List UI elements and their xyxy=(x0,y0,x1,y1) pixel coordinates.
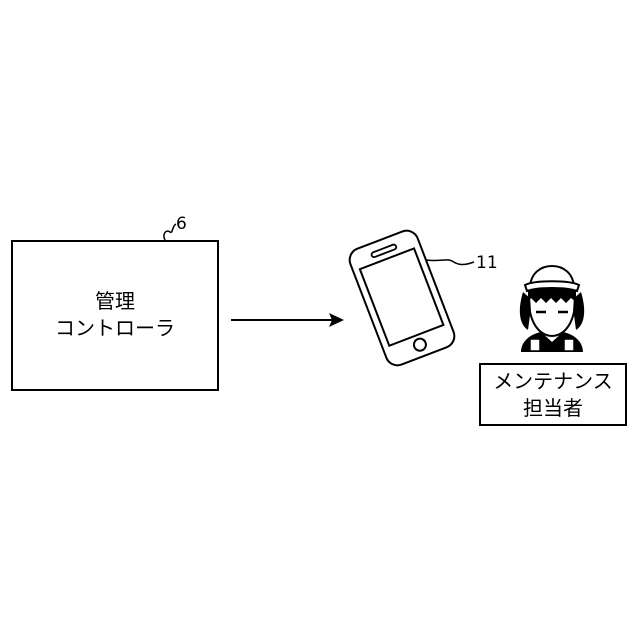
phone-ref-leader xyxy=(426,260,474,265)
smartphone-icon xyxy=(346,227,458,369)
controller-ref-number: 6 xyxy=(176,214,187,234)
controller-label-line2: コントローラ xyxy=(12,315,218,342)
controller-label-line1: 管理 xyxy=(12,288,218,315)
controller-label: 管理 コントローラ xyxy=(12,288,218,342)
arrow-right-icon xyxy=(231,313,344,327)
controller-ref-leader xyxy=(164,224,176,240)
maintenance-worker-icon xyxy=(520,266,584,352)
phone-ref-number: 11 xyxy=(476,253,498,273)
staff-label: メンテナンス 担当者 xyxy=(480,368,626,422)
staff-label-line2: 担当者 xyxy=(480,395,626,422)
staff-label-line1: メンテナンス xyxy=(480,368,626,395)
